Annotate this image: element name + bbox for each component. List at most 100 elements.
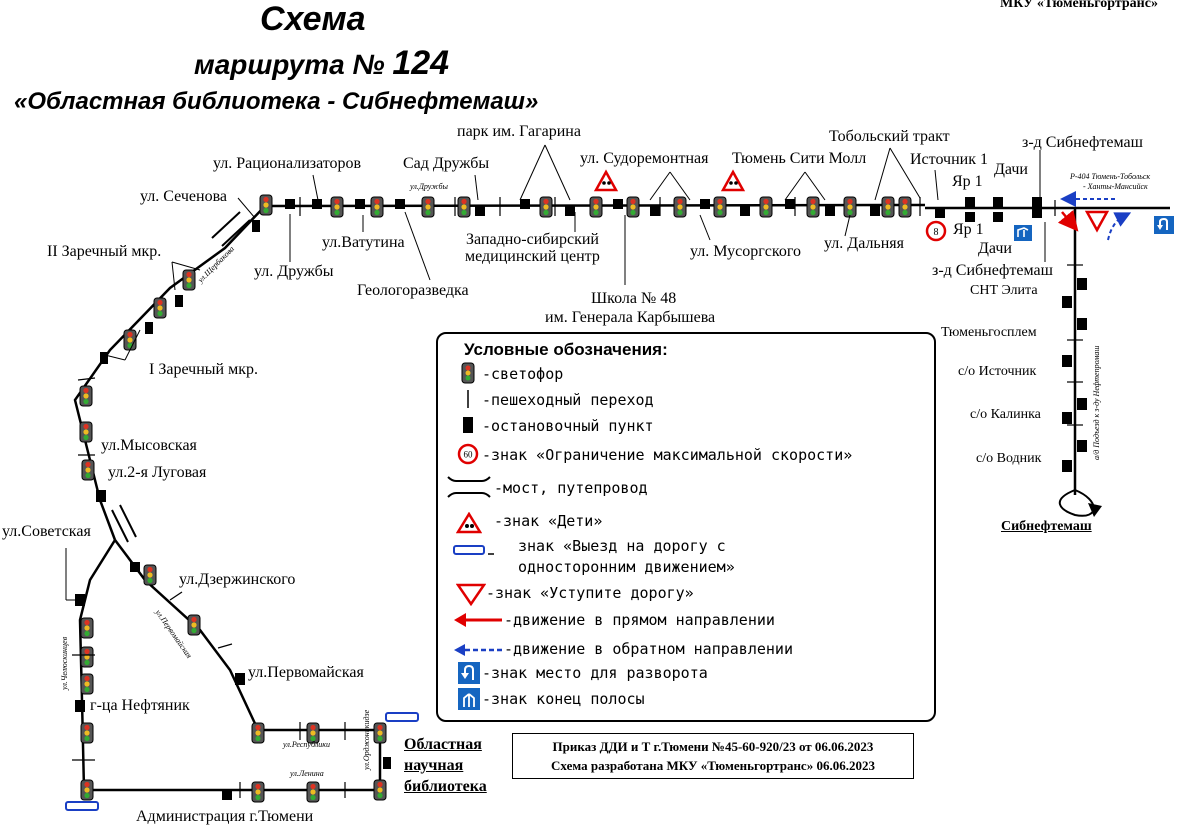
street-highway-2: - Ханты-Мансийск [1083, 182, 1148, 191]
stop-school-48-1: Школа № 48 [591, 290, 677, 307]
legend-text-lane-end: -знак конец полосы [482, 690, 645, 708]
u-turn-sign-icon [458, 662, 480, 684]
legend-text-one-way-1: знак «Выезд на дорогу с [518, 537, 726, 555]
stop-park-gagarina: парк им. Гагарина [457, 123, 581, 140]
turnaround-loop [1059, 489, 1095, 517]
stop-zap-sib-med-2: медицинский центр [465, 248, 600, 265]
stop-tobolsky-trakt: Тобольский тракт [829, 128, 950, 145]
stop-sechenova: ул. Сеченова [140, 188, 228, 205]
legend-text-forward: -движение в прямом направлении [504, 611, 775, 629]
legend-text-one-way-2: односторонним движением» [518, 558, 735, 576]
stop-i-zarechny: I Заречный мкр. [149, 361, 258, 378]
stop-zd-sibneftemash-bottom: з-д Сибнефтемаш [932, 262, 1053, 279]
forward-arrow-icon [1057, 209, 1079, 232]
stop-istochnik-1: Источник 1 [910, 151, 988, 168]
street-highway-1: Р-404 Тюмень-Тобольск [1070, 172, 1151, 181]
stop-school-48-2: им. Генерала Карбышева [545, 309, 716, 326]
legend-text-reverse: -движение в обратном направлении [504, 640, 793, 658]
organization-name: МКУ «Тюменьгортранс» [1000, 0, 1158, 11]
svg-text:8: 8 [934, 227, 939, 238]
legend-text-bridge: -мост, путепровод [494, 479, 648, 497]
lane-end-sign-icon [1014, 225, 1032, 241]
stop-dzerzhinskogo: ул.Дзержинского [179, 571, 296, 588]
stop-sovetskaya: ул.Советская [2, 523, 91, 540]
legend-text-crossing: -пешеходный переход [482, 391, 654, 409]
yield-sign-icon [1084, 210, 1110, 233]
street-respubliki: ул.Республики [283, 740, 331, 749]
legend-text-bus-stop: -остановочный пункт [482, 417, 654, 435]
lane-end-sign-icon [458, 688, 480, 710]
loop-arrow-icon [1088, 503, 1102, 517]
legend-text-yield: -знак «Уступите дорогу» [486, 584, 694, 602]
street-ordzhonikidze: ул.Орджоникидзе [362, 709, 371, 770]
stop-dachi-bottom: Дачи [978, 240, 1012, 257]
legend-panel: Условные обозначения: -светофор -пешеход… [436, 332, 936, 722]
stop-snt-elita: СНТ Элита [970, 283, 1038, 298]
stop-library-3: библиотека [404, 778, 487, 795]
stop-tyumen-city-mall: Тюмень Сити Молл [732, 150, 867, 167]
children-sign-icon [593, 169, 746, 192]
speed-limit-icon: 60 [457, 443, 479, 465]
bridge-icon [447, 476, 491, 498]
stop-gts-neftyanik: г-ца Нефтяник [90, 697, 190, 714]
speed-limit-icon: 8 [925, 220, 947, 242]
stop-dachi-top: Дачи [994, 161, 1028, 178]
legend-text-u-turn: -знак место для разворота [482, 664, 708, 682]
stop-dalnyaya: ул. Дальняя [824, 235, 904, 252]
title-line-2: маршрута № 124 [194, 44, 449, 83]
stop-pervomayskaya: ул.Первомайская [248, 664, 364, 681]
stop-ratsionalizatorov: ул. Рационализаторов [213, 155, 362, 172]
bus-stops [75, 197, 1087, 800]
stop-lugovaya-2: ул.2-я Луговая [108, 464, 207, 481]
stop-so-istochnik: с/о Источник [958, 364, 1037, 379]
yield-sign-icon [456, 583, 486, 606]
stop-zap-sib-med-1: Западно-сибирский [466, 231, 599, 248]
stop-yar-1-bottom: Яр 1 [953, 221, 984, 238]
reverse-arrow-icon [454, 644, 502, 656]
stop-administratsiya: Администрация г.Тюмени [136, 808, 314, 825]
pedestrian-crossing-icon [467, 390, 469, 408]
order-line-2: Схема разработана МКУ «Тюменьгортранс» 0… [551, 758, 875, 773]
stop-vatutina: ул.Ватутина [322, 234, 405, 251]
stop-tyumengosplem: Тюменьгосплем [941, 325, 1037, 340]
stop-sudoremontnaya: ул. Судоремонтная [580, 150, 709, 167]
route-title: «Областная библиотека - Сибнефтемаш» [14, 88, 539, 115]
stop-sad-druzhby: Сад Дружбы [403, 155, 490, 172]
one-way-exit-icon [453, 545, 494, 555]
street-access-road: а/д Подъезд к з-ду Нефтепромаш [1092, 345, 1101, 460]
stop-druzhby: ул. Дружбы [254, 263, 334, 280]
reverse-arrow-icon [1107, 212, 1132, 241]
stop-library-2: научная [404, 757, 464, 774]
street-lenina: ул.Ленина [290, 769, 324, 778]
legend-text-traffic-light: -светофор [482, 365, 564, 383]
bus-stop-icon [463, 417, 473, 433]
stop-so-vodnik: с/о Водник [976, 451, 1042, 466]
stop-geologorazvedka: Геологоразведка [357, 282, 469, 299]
children-sign-icon [456, 512, 482, 534]
street-chelyuskintsev: ул.Челюскинцев [60, 636, 69, 690]
route-number: 124 [392, 44, 450, 82]
traffic-light-icon [461, 362, 475, 384]
legend-text-children: -знак «Дети» [494, 512, 603, 530]
legend-heading: Условные обозначения: [464, 340, 668, 359]
pedestrian-crossings [72, 197, 1083, 798]
order-line-1: Приказ ДДИ и Т г.Тюмени №45-60-920/23 от… [552, 739, 874, 754]
leader-lines [65, 144, 1046, 601]
title-line-1: Схема [260, 0, 366, 38]
stop-mysovskaya: ул.Мысовская [101, 437, 197, 454]
stop-musorgskogo: ул. Мусоргского [690, 243, 801, 260]
stop-ii-zarechny: II Заречный мкр. [47, 243, 162, 260]
stop-yar-1-top: Яр 1 [952, 173, 983, 190]
legend-text-speed: -знак «Ограничение максимальной скорости… [482, 446, 853, 464]
order-info-box: Приказ ДДИ и Т г.Тюмени №45-60-920/23 от… [512, 733, 914, 779]
bridge-icon [111, 211, 251, 543]
stop-sibneftemash: Сибнефтемаш [1001, 519, 1092, 534]
stop-library-1: Областная [404, 736, 482, 753]
title-prefix: маршрута № [194, 49, 385, 80]
stop-zd-sibneftemash-top: з-д Сибнефтемаш [1022, 134, 1143, 151]
forward-arrow-icon [454, 613, 502, 627]
svg-text:60: 60 [464, 450, 474, 460]
u-turn-sign-icon [1154, 216, 1174, 234]
stop-so-kalinka: с/о Калинка [970, 407, 1041, 422]
